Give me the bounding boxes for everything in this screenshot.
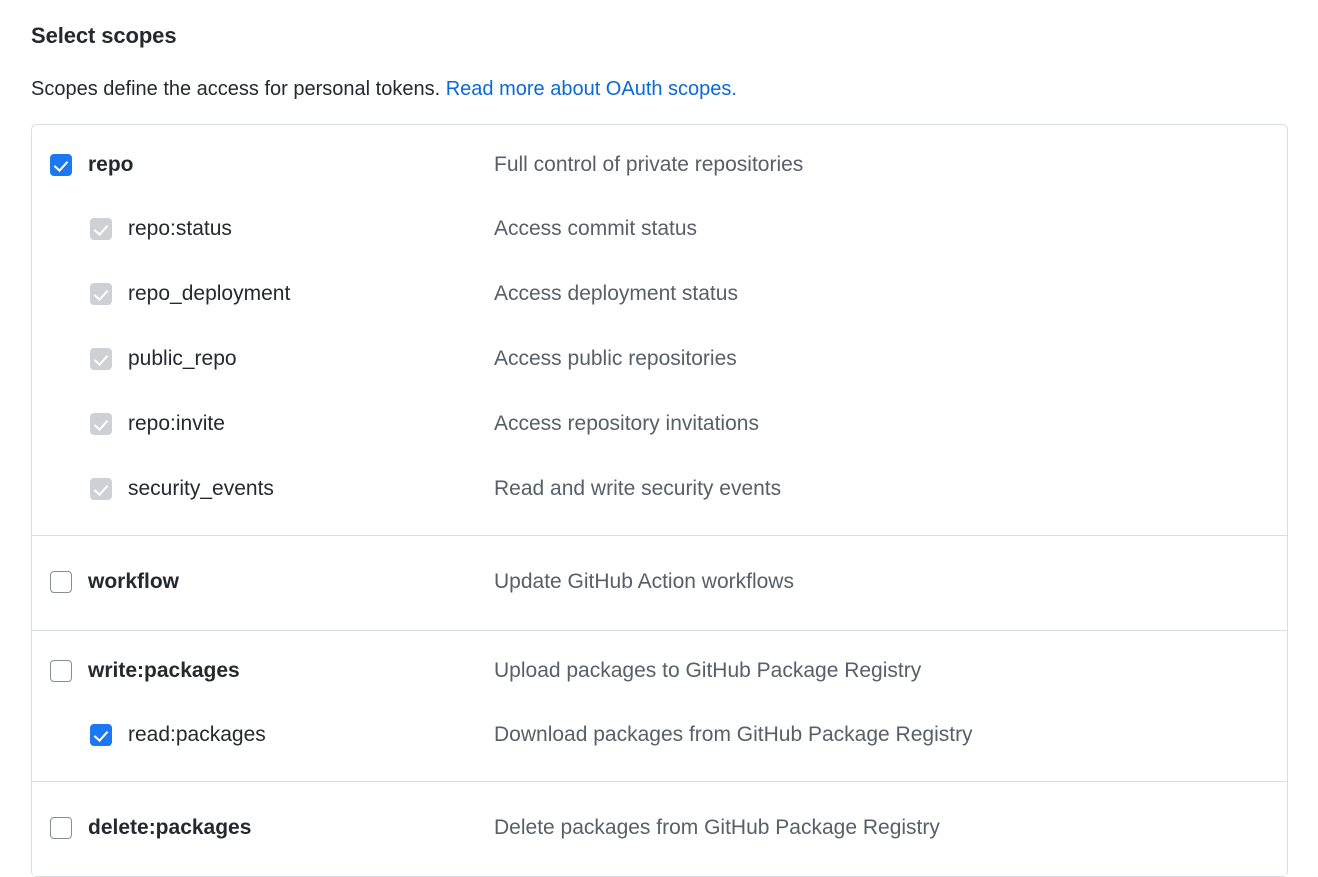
checkbox-disabled-checked-icon (90, 412, 112, 435)
scope-sub-row[interactable]: repo:status Access commit status (32, 202, 1287, 267)
scopes-description-text: Scopes define the access for personal to… (31, 77, 441, 100)
scope-description: Access repository invitations (494, 411, 759, 435)
scope-description: Upload packages to GitHub Package Regist… (494, 658, 922, 682)
oauth-scopes-link[interactable]: Read more about OAuth scopes. (445, 77, 737, 100)
scope-checkbox-cell: read:packages (32, 723, 494, 747)
scope-description: Read and write security events (494, 476, 782, 500)
scope-row[interactable]: workflow Update GitHub Action workflows (32, 536, 1287, 630)
scope-checkbox-cell: write:packages (32, 659, 494, 683)
scope-sub-row[interactable]: repo:invite Access repository invitations (32, 397, 1287, 462)
scope-name-label: workflow (88, 569, 180, 593)
checkbox-checked-icon[interactable] (90, 723, 112, 746)
scope-name-label: repo:invite (128, 411, 225, 435)
scope-description: Download packages from GitHub Package Re… (494, 722, 973, 746)
checkbox-disabled-checked-icon (90, 347, 112, 370)
scope-checkbox-cell: repo:invite (32, 412, 494, 436)
scopes-list: repo Full control of private repositories… (31, 123, 1288, 877)
scope-description: Access commit status (494, 216, 698, 240)
checkbox-disabled-checked-icon (90, 217, 112, 240)
checkbox-disabled-checked-icon (90, 477, 112, 500)
scope-checkbox-cell: repo_deployment (32, 282, 494, 306)
scope-sub-row[interactable]: public_repo Access public repositories (32, 332, 1287, 397)
scope-name-label: repo:status (128, 216, 232, 240)
checkbox-unchecked-icon[interactable] (50, 570, 72, 593)
scope-name-label: write:packages (88, 658, 240, 682)
scope-name-label: read:packages (128, 722, 266, 746)
scope-description: Update GitHub Action workflows (494, 569, 794, 593)
scope-name-label: public_repo (128, 346, 237, 370)
scope-sub-row[interactable]: security_events Read and write security e… (32, 462, 1287, 535)
checkbox-unchecked-icon[interactable] (50, 816, 72, 839)
scope-description: Access public repositories (494, 346, 737, 370)
checkbox-checked-icon[interactable] (50, 153, 72, 176)
scope-checkbox-cell: public_repo (32, 347, 494, 371)
scope-description: Full control of private repositories (494, 152, 804, 176)
scope-name-label: repo_deployment (128, 281, 291, 305)
scope-description: Delete packages from GitHub Package Regi… (494, 815, 940, 839)
checkbox-unchecked-icon[interactable] (50, 659, 72, 682)
scope-name-label: repo (88, 152, 134, 176)
scope-checkbox-cell: workflow (32, 570, 494, 594)
scope-group-delete-packages-group: delete:packages Delete packages from GitH… (32, 782, 1287, 877)
scope-row[interactable]: delete:packages Delete packages from GitH… (32, 782, 1287, 876)
scope-row[interactable]: write:packages Upload packages to GitHub … (32, 631, 1287, 708)
scope-checkbox-cell: repo (32, 153, 494, 177)
checkbox-disabled-checked-icon (90, 282, 112, 305)
scope-checkbox-cell: security_events (32, 477, 494, 501)
scope-group-write-packages-group: write:packages Upload packages to GitHub … (32, 631, 1287, 782)
scope-sub-row[interactable]: repo_deployment Access deployment status (32, 267, 1287, 332)
page-subtitle: Scopes define the access for personal to… (31, 76, 1318, 102)
scope-name-label: security_events (128, 476, 274, 500)
scope-group-workflow-group: workflow Update GitHub Action workflows (32, 536, 1287, 631)
scope-checkbox-cell: delete:packages (32, 816, 494, 840)
scope-sub-row[interactable]: read:packages Download packages from GitH… (32, 708, 1287, 781)
scope-checkbox-cell: repo:status (32, 217, 494, 241)
scope-group-repo-group: repo Full control of private repositories… (32, 125, 1287, 536)
page-title: Select scopes (31, 23, 177, 48)
scope-row[interactable]: repo Full control of private repositories (32, 125, 1287, 202)
scope-name-label: delete:packages (88, 815, 252, 839)
scope-description: Access deployment status (494, 281, 738, 305)
